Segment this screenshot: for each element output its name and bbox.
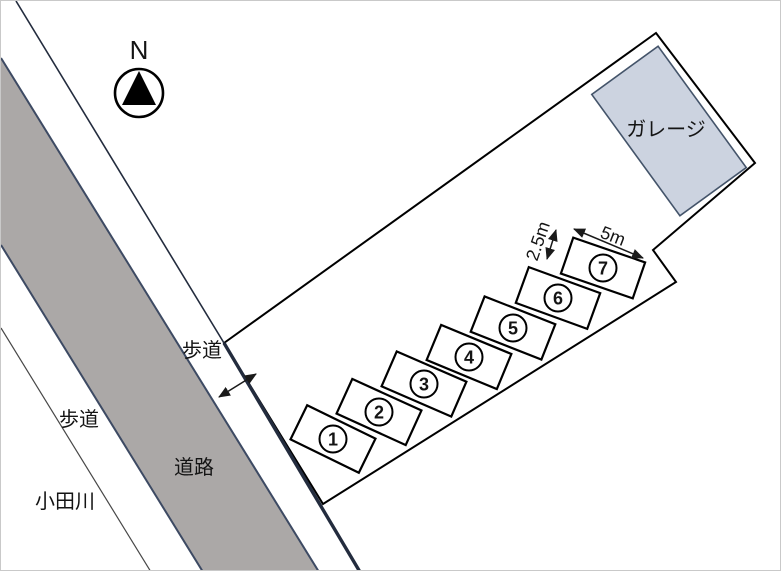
sidewalk-left-label: 歩道 (59, 408, 99, 431)
space-number-circle (318, 424, 348, 454)
space-number-circle (543, 283, 573, 313)
parking-space-outline (335, 377, 423, 447)
river-boundary-line (1, 327, 151, 570)
dimension-arrow-width (573, 228, 644, 259)
space-number: 1 (328, 430, 338, 450)
property-outline (222, 31, 757, 506)
parking-space-outline (425, 323, 513, 391)
garage-label: ガレージ (626, 118, 706, 141)
road-edge-west (1, 244, 203, 570)
dimension-arrow-depth (545, 229, 558, 260)
parking-space: 5 (469, 294, 557, 362)
parking-space: 4 (425, 323, 513, 391)
river-label: 小田川 (35, 490, 95, 513)
parking-space-outline (380, 349, 468, 419)
sidewalk-width-arrow (218, 373, 257, 398)
parking-space-outline (469, 294, 557, 362)
space-number: 5 (508, 319, 518, 339)
space-number-circle (409, 369, 439, 399)
parking-space-outline (289, 403, 377, 475)
space-number: 6 (553, 289, 563, 309)
garage-outline (590, 45, 748, 217)
north-arrow-icon (122, 71, 156, 105)
garage: ガレージ (590, 45, 748, 217)
space-number: 2 (374, 403, 384, 423)
road-edge-east (1, 57, 319, 570)
space-number-circle (364, 397, 394, 427)
parking-space: 6 (514, 265, 602, 331)
parking-space: 2 (335, 377, 423, 447)
frontage-line-upper (15, 1, 225, 344)
compass-label: N (130, 35, 149, 65)
compass: N (113, 35, 165, 119)
space-number-circle (454, 342, 484, 372)
parking-space: 3 (380, 349, 468, 419)
space-number: 3 (419, 375, 429, 395)
space-number-circle (498, 313, 528, 343)
sidewalk-right-label: 歩道 (182, 339, 222, 362)
space-number: 4 (464, 348, 474, 368)
road-label: 道路 (174, 456, 214, 479)
parking-space: 1 (289, 403, 377, 475)
parking-spaces: 1 2 3 4 5 6 7 (289, 236, 647, 475)
space-number: 7 (598, 259, 608, 279)
parking-space-outline (514, 265, 602, 331)
